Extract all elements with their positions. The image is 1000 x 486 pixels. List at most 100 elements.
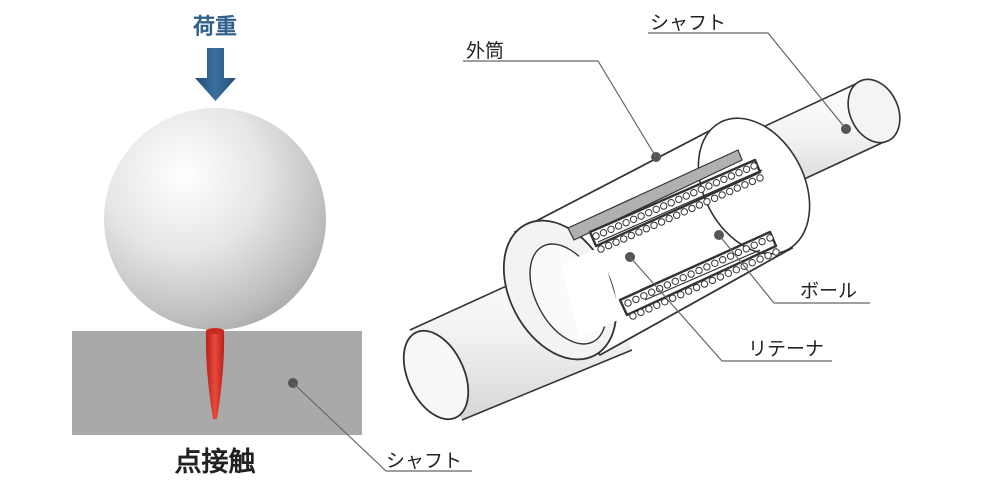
ball	[661, 298, 669, 306]
ball	[692, 283, 701, 292]
ball	[642, 225, 651, 233]
ball	[640, 292, 648, 300]
ball	[607, 225, 615, 234]
ball	[629, 312, 637, 320]
ball	[711, 259, 719, 267]
ball	[766, 234, 774, 242]
ball	[645, 209, 653, 217]
ball	[657, 218, 666, 226]
ball	[622, 219, 630, 227]
ball	[708, 276, 717, 285]
retainer-leader	[629, 256, 832, 362]
shaft-block-label: シャフト	[386, 450, 462, 472]
ball	[687, 270, 695, 278]
balls-group	[592, 162, 780, 320]
ball	[726, 187, 734, 196]
ball	[720, 175, 728, 184]
ball	[690, 189, 698, 197]
ball	[655, 284, 664, 293]
ball	[650, 221, 658, 230]
ball	[629, 215, 638, 224]
ball	[716, 273, 725, 281]
ball	[748, 177, 757, 186]
ball	[735, 169, 743, 177]
ball	[663, 281, 672, 289]
ball	[653, 301, 661, 309]
outer-cylinder-label: 外筒	[466, 40, 504, 62]
ball	[697, 185, 705, 194]
ball	[734, 248, 743, 257]
ball	[726, 252, 735, 260]
contact-stress-icon	[205, 331, 225, 419]
ball	[748, 259, 756, 267]
ball	[756, 255, 764, 263]
ball	[620, 235, 628, 243]
point-contact-title: 点接触	[175, 447, 256, 478]
ball	[700, 280, 709, 288]
ball	[680, 208, 688, 216]
ball	[652, 205, 660, 214]
ball	[727, 172, 736, 180]
ball	[758, 237, 766, 246]
ball-label: ボール	[800, 280, 857, 302]
ball	[624, 299, 632, 307]
ball	[612, 238, 620, 246]
ball	[673, 211, 681, 219]
ball	[660, 202, 668, 210]
ball	[665, 214, 673, 223]
ball	[627, 231, 635, 240]
ball	[635, 228, 643, 236]
ball	[742, 245, 750, 253]
ball	[675, 195, 683, 204]
ball	[677, 291, 685, 299]
ball-leader	[718, 234, 870, 304]
ball	[703, 198, 711, 206]
ball	[741, 181, 749, 189]
ball	[732, 266, 740, 274]
ball	[750, 241, 758, 249]
ball	[695, 266, 703, 275]
ball	[682, 192, 690, 200]
outer-cylinder	[502, 117, 811, 361]
linear-bushing-illustration: 外筒 シャフト ボール リテーナ	[402, 12, 901, 421]
ball	[705, 182, 713, 190]
steel-ball	[104, 108, 326, 330]
ball	[614, 222, 623, 230]
ball	[764, 251, 772, 260]
ball	[750, 162, 758, 170]
ball	[742, 165, 751, 174]
ball	[719, 256, 727, 264]
ball	[703, 263, 711, 271]
ball	[695, 201, 704, 209]
ball	[679, 274, 687, 282]
ball	[604, 241, 613, 250]
ball	[671, 277, 679, 285]
ball	[724, 269, 732, 277]
retainer	[588, 158, 778, 317]
shaft-leader	[648, 32, 847, 130]
ball	[667, 199, 675, 207]
ball	[599, 229, 608, 237]
ball	[645, 305, 653, 313]
ball	[712, 179, 721, 187]
ball	[718, 191, 726, 199]
ball	[710, 194, 719, 203]
retainer-label: リテーナ	[748, 338, 824, 360]
ball	[684, 287, 693, 295]
load-arrow-icon	[195, 48, 236, 101]
ball	[733, 184, 741, 192]
ball	[637, 212, 645, 220]
shaft-label: シャフト	[650, 12, 726, 34]
ball	[592, 232, 600, 240]
ball	[688, 204, 696, 213]
ball	[669, 294, 677, 302]
point-contact-illustration: 荷重 シャフト 点接触	[72, 15, 472, 478]
ball	[772, 248, 780, 256]
ball	[632, 295, 640, 304]
shaft-block-leader	[292, 382, 472, 472]
ball	[756, 174, 764, 182]
ball	[637, 308, 645, 317]
contact-point	[206, 328, 224, 334]
